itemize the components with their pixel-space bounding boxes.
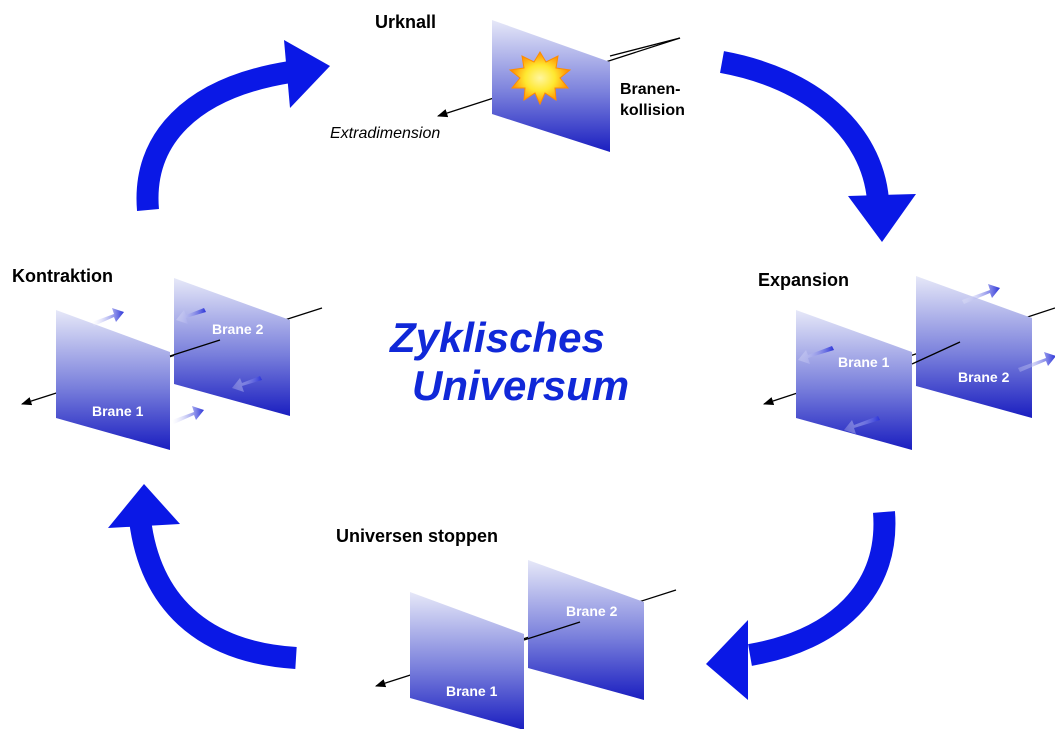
stage-expansion-label: Expansion xyxy=(758,270,849,290)
contraction-brane-2-label: Brane 2 xyxy=(212,321,264,337)
cycle-arrow-bottom-right xyxy=(706,511,896,700)
stop-brane-2 xyxy=(528,560,644,700)
stop-brane-1 xyxy=(410,592,524,729)
stage-stop: Universen stoppen Brane 2 Brane 1 xyxy=(336,526,677,729)
stop-brane-1-label: Brane 1 xyxy=(446,683,498,699)
stage-contraction-label: Kontraktion xyxy=(12,266,113,286)
contraction-brane-1-label: Brane 1 xyxy=(92,403,144,419)
diagram-title-line1: Zyklisches xyxy=(389,314,605,361)
expansion-brane-2 xyxy=(916,276,1032,418)
cycle-arrow-bottom-left xyxy=(108,484,297,669)
stage-contraction: Kontraktion Brane 2 Brane 1 xyxy=(12,266,323,450)
brane-collision-label-line1: Branen- xyxy=(620,81,680,98)
stage-bigbang-label: Urknall xyxy=(375,12,436,32)
collision-flash-icon xyxy=(508,51,572,106)
cycle-arrow-top-left xyxy=(136,40,330,211)
motion-arrow-icon xyxy=(92,308,262,424)
stop-brane-2-label: Brane 2 xyxy=(566,603,618,619)
contraction-brane-1 xyxy=(56,310,170,450)
contraction-brane-2 xyxy=(174,278,290,416)
extradimension-label: Extradimension xyxy=(330,125,440,142)
expansion-brane-2-label: Brane 2 xyxy=(958,369,1010,385)
diagram-title-line2: Universum xyxy=(412,362,629,409)
motion-arrow-icon xyxy=(798,284,1055,434)
cycle-arrow-top-right xyxy=(719,51,916,242)
expansion-brane-1 xyxy=(796,310,912,450)
stage-bigbang: Urknall Extradimension Branen- kollision xyxy=(330,12,685,152)
expansion-brane-1-label: Brane 1 xyxy=(838,354,890,370)
stage-stop-label: Universen stoppen xyxy=(336,526,498,546)
brane-collision-label-line2: kollision xyxy=(620,102,685,119)
stage-expansion: Expansion Brane 1 Brane 2 xyxy=(758,270,1055,450)
